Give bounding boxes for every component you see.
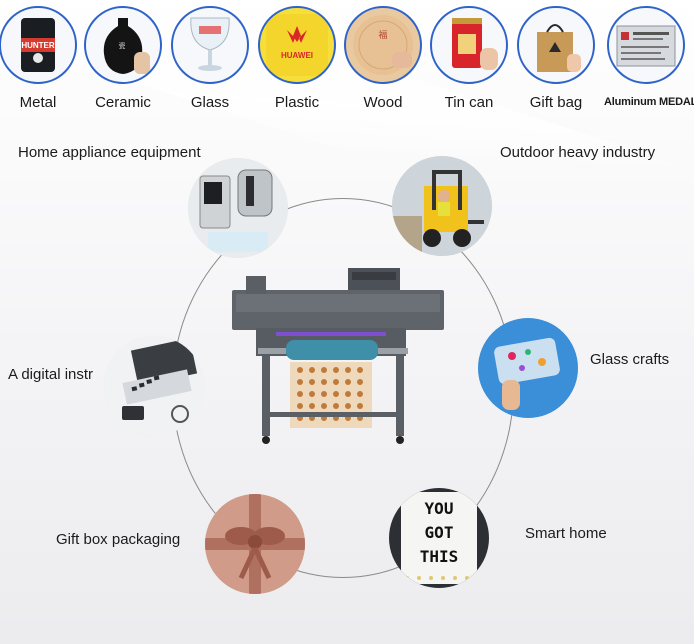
svg-text:福: 福 — [378, 29, 387, 40]
label-smart-home: Smart home — [525, 525, 607, 542]
material-wood: 福 Wood — [341, 6, 425, 111]
svg-text:瓷: 瓷 — [119, 41, 126, 50]
metal-can-icon: HUNTER — [0, 6, 77, 84]
wood-plate-icon: 福 — [344, 6, 422, 84]
material-gift-bag: Gift bag — [514, 6, 598, 111]
metal-brand-text: HUNTER — [21, 41, 55, 50]
forklift-image — [392, 156, 492, 256]
wine-glass-icon — [171, 6, 249, 84]
material-label: Plastic — [274, 94, 320, 111]
uv-printer-image — [228, 266, 460, 453]
gift-bag-icon — [517, 6, 595, 84]
tin-can-icon — [430, 6, 508, 84]
material-label: Wood — [363, 94, 403, 111]
material-label: Ceramic — [95, 94, 151, 111]
material-label: Aluminum MEDALS — [604, 96, 694, 108]
material-label: Gift bag — [529, 94, 583, 111]
sign-line-2: GOT — [425, 523, 454, 542]
gift-box-image — [205, 494, 305, 594]
material-ceramic: 瓷 Ceramic — [81, 6, 165, 111]
label-outdoor-industry: Outdoor heavy industry — [500, 144, 656, 161]
material-label: Metal — [19, 94, 57, 111]
sign-line-1: YOU — [425, 499, 454, 518]
digital-instrument-image — [104, 336, 204, 436]
plastic-box-icon: HUAWEI — [258, 6, 336, 84]
material-label: Glass — [190, 94, 230, 111]
material-tin-can: Tin can — [427, 6, 511, 111]
material-glass: Glass — [168, 6, 252, 111]
label-gift-box: Gift box packaging — [56, 531, 181, 548]
ceramic-vase-icon: 瓷 — [84, 6, 162, 84]
glass-crafts-image — [478, 318, 578, 418]
aluminum-plate-icon — [607, 6, 685, 84]
smart-home-sign-image: YOU GOT THIS — [389, 488, 489, 588]
label-glass-crafts: Glass crafts — [590, 351, 670, 368]
label-home-appliance: Home appliance equipment — [18, 144, 201, 161]
material-label: Tin can — [444, 94, 494, 111]
material-metal: HUNTER Metal — [0, 6, 80, 111]
material-plastic: HUAWEI Plastic — [255, 6, 339, 111]
plastic-brand-text: HUAWEI — [281, 51, 313, 60]
label-digital-instrument: A digital instr — [8, 366, 94, 383]
sign-line-3: THIS — [420, 547, 459, 566]
material-aluminum: Aluminum MEDALS — [604, 6, 694, 108]
home-appliance-image — [188, 158, 288, 258]
